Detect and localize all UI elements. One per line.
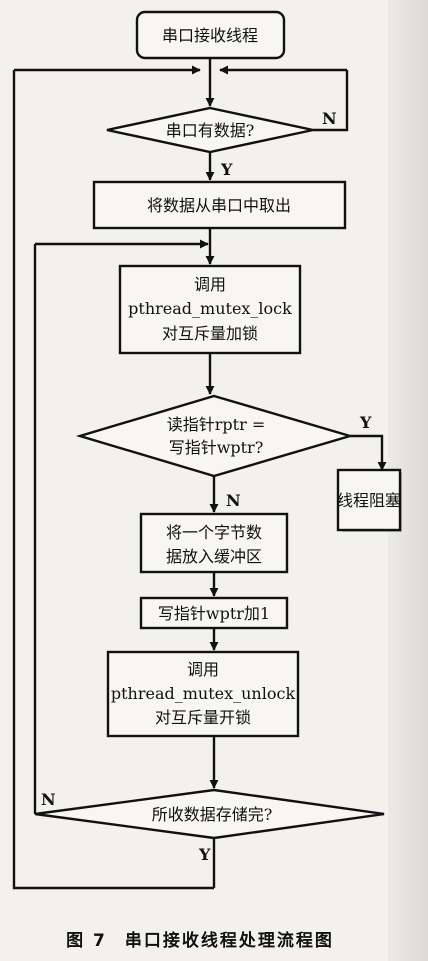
lock-line-1: 调用 xyxy=(194,275,226,294)
has-data-label: 串口有数据? xyxy=(166,121,255,140)
read-serial-label: 将数据从串口中取出 xyxy=(147,196,291,215)
pointer-yes-path xyxy=(350,434,387,471)
increment-node: 写指针wptr加1 xyxy=(139,596,289,630)
done-yes-label: Y xyxy=(198,845,211,864)
outer-loop-path xyxy=(12,70,214,890)
done-no-label: N xyxy=(41,790,56,809)
start-node: 串口接收线程 xyxy=(135,10,286,60)
pointer-yes-label: Y xyxy=(359,413,372,432)
unlock-line-3: 对互斥量开锁 xyxy=(155,708,251,727)
write-byte-line-2: 据放入缓冲区 xyxy=(166,547,262,566)
figure-number: 图 7 xyxy=(66,931,107,951)
lock-node: 调用 pthread_mutex_lock 对互斥量加锁 xyxy=(118,264,302,355)
read-serial-node: 将数据从串口中取出 xyxy=(92,180,347,230)
block-node: 线程阻塞 xyxy=(336,468,402,532)
pointer-check-line-1: 读指针rptr = xyxy=(167,415,265,434)
lock-line-3: 对互斥量加锁 xyxy=(162,324,258,343)
has-data-decision: 串口有数据? xyxy=(106,106,314,154)
unlock-line-2: pthread_mutex_unlock xyxy=(111,684,296,703)
write-byte-node: 将一个字节数 据放入缓冲区 xyxy=(139,512,289,574)
unlock-node: 调用 pthread_mutex_unlock 对互斥量开锁 xyxy=(106,650,300,738)
has-data-yes-label: Y xyxy=(220,160,233,179)
pointer-check-line-2: 写指针wptr? xyxy=(169,438,264,457)
has-data-no-path xyxy=(313,70,349,132)
lock-line-2: pthread_mutex_lock xyxy=(128,299,292,318)
increment-label: 写指针wptr加1 xyxy=(158,604,270,623)
all-done-decision: 所收数据存储完? xyxy=(34,788,385,840)
all-done-label: 所收数据存储完? xyxy=(152,805,273,824)
write-byte-line-1: 将一个字节数 xyxy=(166,523,262,542)
figure-title: 串口接收线程处理流程图 xyxy=(124,931,334,951)
pointer-check-decision: 读指针rptr = 写指针wptr? xyxy=(75,394,355,478)
unlock-line-1: 调用 xyxy=(187,660,219,679)
figure-caption: 图 7 串口接收线程处理流程图 xyxy=(0,926,400,951)
has-data-no-label: N xyxy=(322,109,337,128)
block-label: 线程阻塞 xyxy=(337,491,401,510)
start-label: 串口接收线程 xyxy=(162,26,258,45)
pointer-no-label: N xyxy=(226,491,241,510)
